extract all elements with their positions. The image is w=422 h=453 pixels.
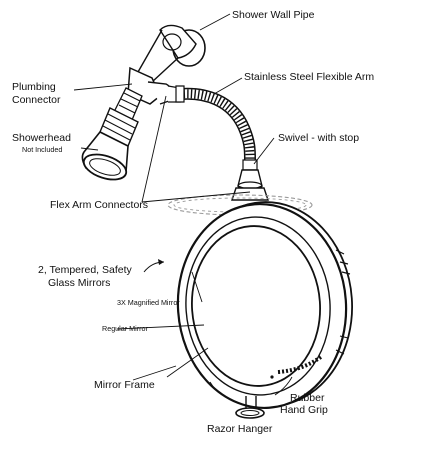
label-plumbing-connector-2: Connector <box>12 94 61 106</box>
label-showerhead: Showerhead <box>12 132 71 144</box>
label-flex-arm-connectors: Flex Arm Connectors <box>50 199 148 211</box>
label-shower-wall-pipe: Shower Wall Pipe <box>232 9 315 21</box>
label-regular-mirror: Regular Mirror <box>102 324 149 333</box>
label-stainless-steel-flexible-arm: Stainless Steel Flexible Arm <box>244 71 374 83</box>
label-rubber-hand-grip-2: Hand Grip <box>280 404 328 416</box>
label-magnified-mirror: 3X Magnified Mirror <box>117 298 180 307</box>
label-rubber-hand-grip-1: Rubber <box>290 392 325 404</box>
stainless-steel-flexible-arm <box>176 86 257 170</box>
label-mirrors-1: 2, Tempered, Safety <box>38 264 133 276</box>
label-not-included: Not Included <box>22 145 62 154</box>
showerhead <box>81 88 142 184</box>
mirrors-callout-arrow <box>144 259 164 272</box>
label-razor-hanger: Razor Hanger <box>207 423 273 435</box>
label-swivel-with-stop: Swivel - with stop <box>278 132 359 144</box>
label-plumbing-connector-1: Plumbing <box>12 81 56 93</box>
shower-wall-pipe <box>138 25 205 82</box>
label-mirror-frame: Mirror Frame <box>94 379 155 391</box>
label-mirrors-2: Glass Mirrors <box>48 277 110 289</box>
